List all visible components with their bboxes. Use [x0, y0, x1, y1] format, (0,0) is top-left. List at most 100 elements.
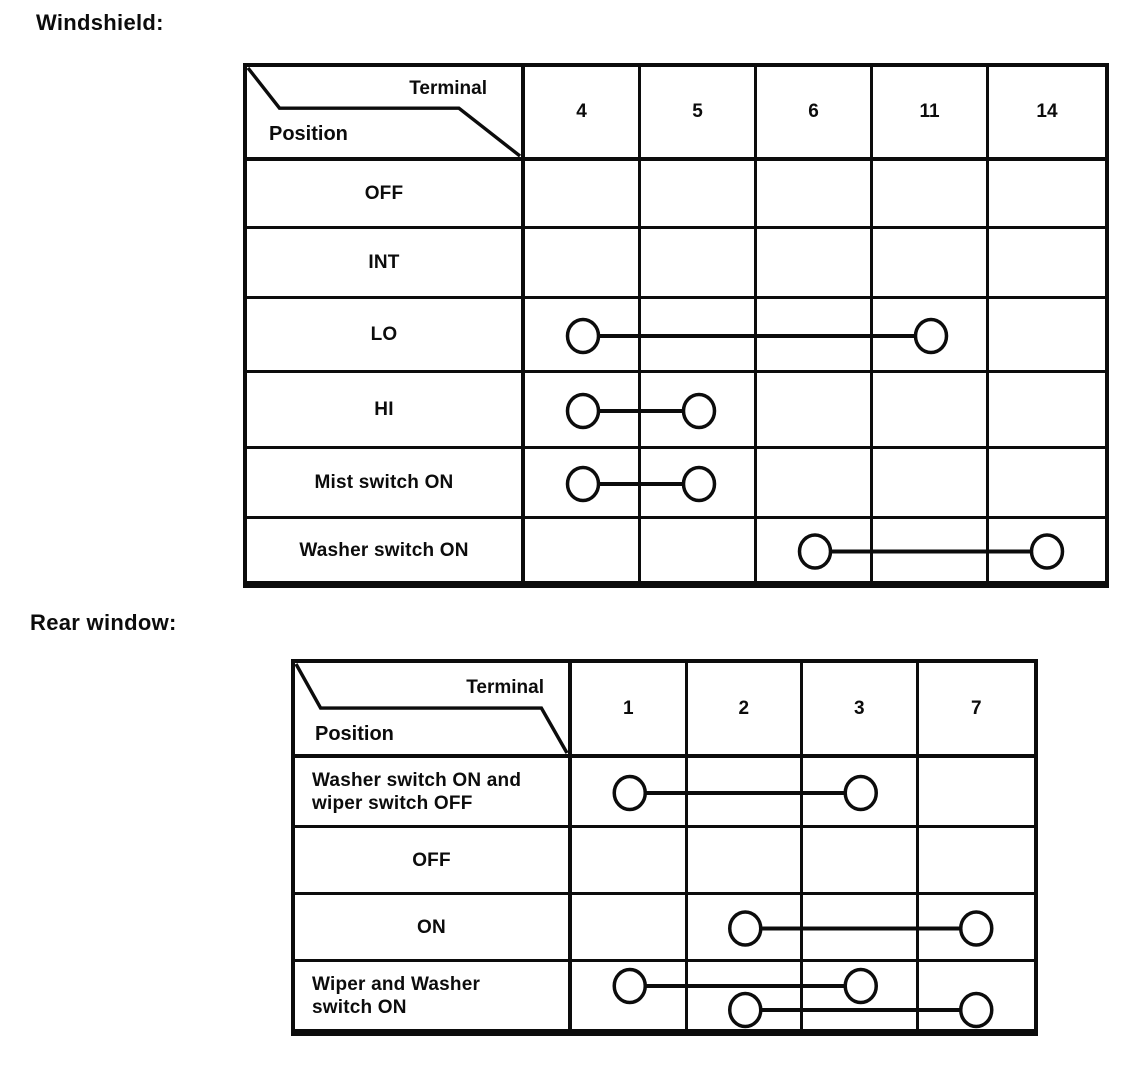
grid-cell [641, 449, 757, 516]
grid-cell [919, 758, 1035, 825]
grid-cell [919, 895, 1035, 959]
position-row-label: INT [247, 229, 525, 296]
position-row-label: HI [247, 373, 525, 446]
table-row: HI [247, 373, 1105, 449]
position-label-line: switch ON [312, 996, 407, 1018]
terminal-column-header: 5 [641, 67, 757, 157]
grid-cell [989, 519, 1105, 581]
table-row: INT [247, 229, 1105, 299]
terminal-number: 6 [808, 101, 819, 122]
terminal-column-header: 14 [989, 67, 1105, 157]
corner-position-label: Position [269, 123, 348, 145]
corner-terminal-label: Terminal [466, 677, 544, 698]
position-row-label: OFF [247, 161, 525, 226]
terminal-number: 7 [970, 697, 982, 719]
corner-position-label: Position [315, 723, 394, 745]
grid-cell [525, 299, 641, 370]
position-label-line: ON [417, 916, 446, 938]
position-label-line: Wiper and Washer [312, 973, 481, 995]
grid-cell [803, 962, 919, 1029]
grid-cell [919, 828, 1035, 892]
table-row: ON [295, 895, 1034, 962]
terminal-column-header: 11 [873, 67, 989, 157]
grid-cell [873, 519, 989, 581]
windshield-section-title: Windshield: [36, 10, 164, 35]
grid-cell [757, 519, 873, 581]
grid-cell [873, 161, 989, 226]
grid-cell [989, 373, 1105, 446]
grid-cell [641, 161, 757, 226]
diagonal-line [295, 663, 568, 754]
position-row-label: ON [295, 895, 572, 959]
position-row-label: LO [247, 299, 525, 370]
position-label-line: OFF [412, 849, 451, 871]
terminal-column-header: 7 [919, 663, 1035, 754]
table-row: OFF [247, 161, 1105, 229]
position-label-line: INT [368, 252, 400, 273]
terminal-column-header: 2 [688, 663, 803, 754]
grid-cell [919, 962, 1035, 1029]
grid-cell [688, 828, 803, 892]
corner-diagonal-divider [247, 67, 521, 157]
terminal-number: 11 [919, 101, 940, 122]
grid-cell [873, 373, 989, 446]
position-label-line: OFF [364, 183, 404, 204]
grid-cell [688, 758, 803, 825]
grid-cell [525, 519, 641, 581]
position-label-line: Mist switch ON [314, 472, 454, 493]
position-label-line: Washer switch ON and [312, 769, 522, 791]
rear-window-section-title: Rear window: [30, 610, 177, 635]
grid-cell [688, 895, 803, 959]
grid-cell [989, 449, 1105, 516]
terminal-number: 1 [622, 697, 634, 719]
table-row: Washer switch ON [247, 519, 1105, 584]
terminal-column-header: 6 [757, 67, 873, 157]
diagonal-line [247, 67, 521, 157]
grid-cell [989, 229, 1105, 296]
grid-cell [572, 962, 688, 1029]
position-label-line: LO [370, 324, 398, 345]
terminal-number: 2 [738, 697, 750, 719]
grid-cell [757, 299, 873, 370]
grid-cell [572, 758, 688, 825]
grid-cell [803, 895, 919, 959]
grid-cell [873, 449, 989, 516]
terminal-column-header: 3 [803, 663, 919, 754]
terminal-number: 3 [853, 697, 865, 719]
terminal-number: 14 [1036, 101, 1058, 122]
corner-terminal-label: Terminal [409, 78, 487, 99]
grid-cell [641, 299, 757, 370]
grid-cell [572, 895, 688, 959]
grid-cell [873, 299, 989, 370]
position-label-line: HI [374, 399, 394, 420]
grid-cell [525, 229, 641, 296]
position-row-label: OFF [295, 828, 572, 892]
position-label-line: wiper switch OFF [312, 792, 473, 814]
terminal-number: 5 [692, 101, 703, 122]
grid-cell [641, 229, 757, 296]
grid-cell [989, 161, 1105, 226]
grid-cell [641, 373, 757, 446]
corner-diagonal-divider [295, 663, 568, 754]
grid-cell [873, 229, 989, 296]
table-row: OFF [295, 828, 1034, 895]
position-label-line: Washer switch ON [299, 539, 469, 561]
position-row-label: Mist switch ON [247, 449, 525, 516]
grid-cell [757, 373, 873, 446]
position-row-label: Washer switch ON [247, 519, 525, 581]
grid-cell [803, 828, 919, 892]
grid-cell [641, 519, 757, 581]
table-row: LO [247, 299, 1105, 373]
grid-cell [757, 161, 873, 226]
grid-cell [989, 299, 1105, 370]
grid-cell [688, 962, 803, 1029]
grid-cell [757, 229, 873, 296]
